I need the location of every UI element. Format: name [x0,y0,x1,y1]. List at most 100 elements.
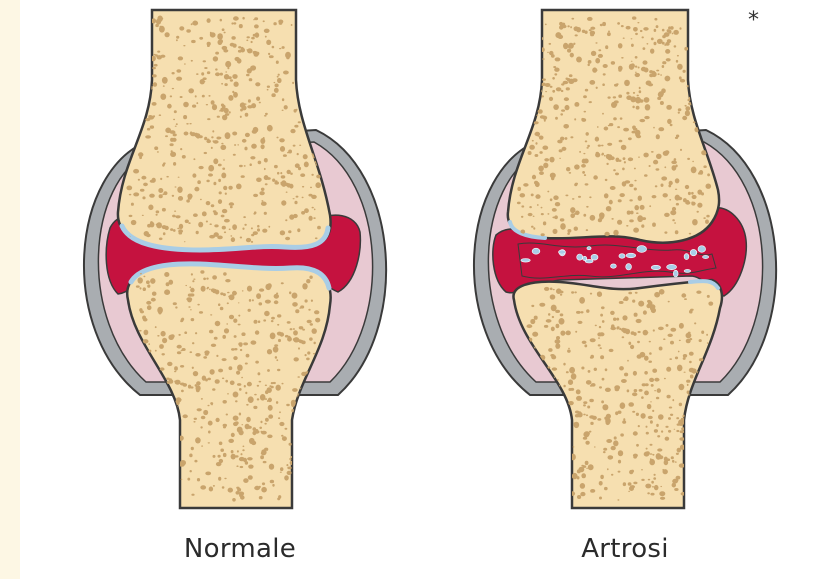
bone-pore [628,137,632,140]
bone-pore [244,385,246,388]
bone-pore [176,123,178,125]
bone-pore [284,475,289,480]
bone-pore [172,72,175,74]
bone-pore [689,352,694,356]
bone-pore [177,187,182,193]
bone-pore [602,22,606,26]
bone-pore [703,217,706,219]
bone-pore [195,95,197,97]
bone-pore [538,109,543,114]
bone-pore [575,411,579,414]
bone-pore [238,324,241,326]
bone-pore [232,74,237,79]
bone-pore [269,464,274,470]
bone-pore [307,351,310,354]
bone-pore [289,458,291,461]
bone-pore [623,128,629,132]
bone-pore [595,137,599,142]
bone-pore [573,446,575,448]
bone-pore [634,188,637,191]
bone-pore [650,493,654,496]
bone-pore [613,230,618,236]
bone-pore [171,150,173,152]
bone-pore [275,356,277,359]
bone-pore [160,94,166,100]
bone-pore [220,449,224,452]
bone-pore [711,427,714,429]
bone-pore [300,59,306,65]
bone-pore [568,43,574,49]
bone-pore [242,228,244,230]
bone-pore [135,108,140,113]
bone-pore [639,87,641,89]
bone-pore [570,207,575,213]
bone-pore [252,431,256,435]
bone-pore [616,318,619,321]
bone-pore [524,52,529,56]
bone-pore [549,43,552,45]
bone-pore [547,397,550,400]
bone-pore [563,471,565,473]
bone-pore [561,90,564,92]
bone-pore [156,457,160,460]
bone-pore [599,386,602,388]
bone-pore [521,216,523,218]
bone-pore [218,179,221,182]
bone-pore [662,29,665,32]
bone-pore [227,302,229,304]
bone-pore [703,104,706,107]
bone-pore [679,384,685,390]
bone-pore [168,441,171,444]
bone-pore [663,193,668,197]
bone-pore [707,295,710,298]
bone-pore [146,234,151,238]
bone-pore [688,192,691,195]
bone-pore [617,22,620,25]
bone-pore [578,321,583,324]
bone-pore [209,289,211,291]
bone-pore [163,232,166,235]
bone-pore [215,68,218,70]
bone-pore [584,344,587,347]
bone-pore [167,104,172,109]
bone-pore [246,354,250,358]
bone-pore [670,210,676,215]
bone-pore [675,357,678,360]
bone-pore [233,154,236,156]
bone-pore [647,492,650,494]
bone-pore [281,182,285,185]
bone-pore [276,401,278,404]
bone-pore [126,145,131,150]
bone-pore [529,145,535,150]
bone-pore [284,105,288,109]
cartilage-debris-particle [585,259,593,263]
bone-pore [142,196,145,199]
bone-pore [687,384,689,386]
bone-pore [129,72,131,74]
bone-pore [214,224,218,227]
cartilage-debris-particle [626,253,636,258]
bone-pore [173,119,175,120]
bone-pore [629,199,632,201]
bone-pore [314,81,316,82]
bone-pore [265,385,267,387]
bone-pore [233,319,237,323]
bone-pore [264,448,268,451]
bone-pore [540,424,544,427]
bone-pore [316,111,322,116]
bone-pore [669,199,671,201]
bone-pore [566,472,569,475]
bone-pore [681,492,687,496]
bone-pore [604,155,606,157]
bone-pore [550,86,553,88]
bone-pore [150,476,152,478]
bone-pore [242,290,244,291]
bone-pore [138,427,140,429]
bone-pore [603,64,608,68]
bone-pore [553,289,555,290]
bone-pore [640,205,645,210]
bone-pore [184,132,189,136]
bone-pore [635,133,639,138]
bone-pore [561,109,565,111]
bone-pore [228,296,230,298]
